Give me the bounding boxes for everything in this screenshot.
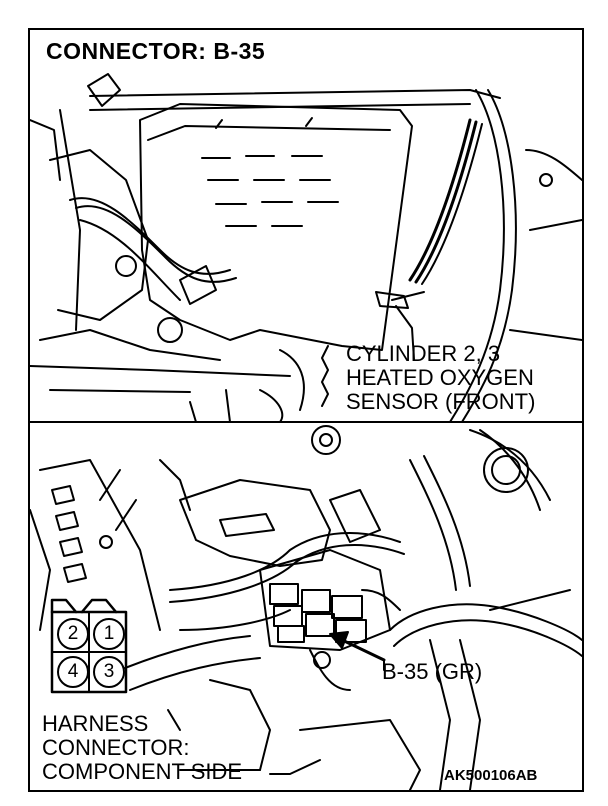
sensor-label-line-1: CYLINDER 2, 3 [346, 341, 501, 366]
top-engine-drawing [30, 73, 582, 423]
figure-code: AK500106AB [444, 767, 538, 784]
page-title: CONNECTOR: B-35 [46, 38, 266, 64]
pin-4: 4 [57, 656, 89, 688]
harness-label-line-2: CONNECTOR: [42, 735, 190, 760]
sensor-label-line-2: HEATED OXYGEN [346, 365, 534, 390]
sensor-label-line-3: SENSOR (FRONT) [346, 389, 536, 414]
harness-label-line-1: HARNESS [42, 711, 149, 736]
harness-label-line-3: COMPONENT SIDE [42, 759, 243, 784]
engine-line-art [30, 73, 582, 790]
diagram-frame: CONNECTOR: B-35 CYLINDER 2, 3 HEATED OXY… [28, 28, 584, 792]
pin-3: 3 [93, 656, 125, 688]
pin-1: 1 [93, 618, 125, 650]
connector-callout: B-35 (GR) [382, 659, 483, 684]
pin-diagram-outline [50, 598, 128, 694]
pin-2: 2 [57, 618, 89, 650]
bottom-engine-drawing [30, 425, 582, 790]
